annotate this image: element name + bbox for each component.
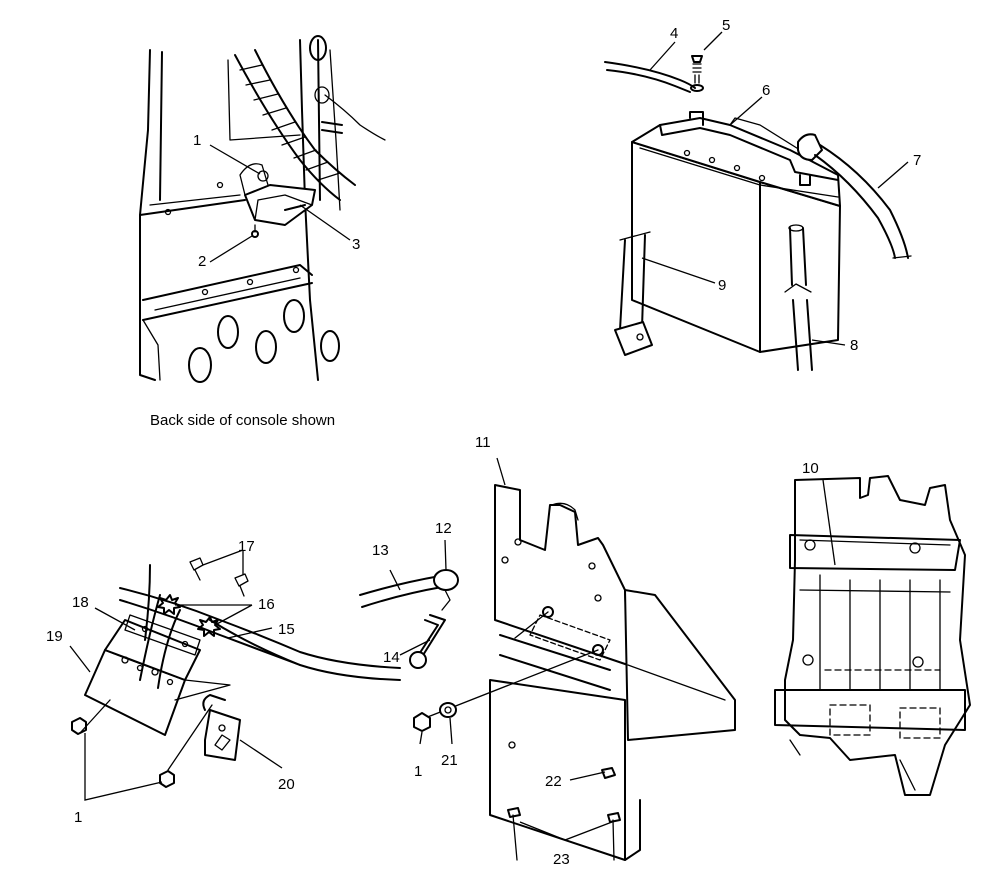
callout-17: 17	[238, 538, 255, 555]
callout-10: 10	[802, 460, 819, 477]
callout-15: 15	[278, 621, 295, 638]
callout-20: 20	[278, 776, 295, 793]
callout-5: 5	[722, 17, 730, 34]
callout-12: 12	[435, 520, 452, 537]
callout-22: 22	[545, 773, 562, 790]
callout-23: 23	[553, 851, 570, 868]
callout-1-bracket-nut: 1	[414, 763, 422, 780]
callout-16: 16	[258, 596, 275, 613]
leader-lines	[69, 31, 909, 841]
callouts: 1 2 3 4 5 6 7 8 9 10 11 12 13 14 15 16 1…	[46, 17, 921, 868]
callout-3: 3	[352, 236, 360, 253]
callout-9: 9	[718, 277, 726, 294]
battery-illustration	[604, 55, 912, 371]
callout-4: 4	[670, 25, 678, 42]
callout-2: 2	[198, 253, 206, 270]
callout-13: 13	[372, 542, 389, 559]
caption-text: Back side of console shown	[150, 412, 335, 429]
callout-21: 21	[441, 752, 458, 769]
relay-harness-illustration	[71, 557, 401, 788]
callout-8: 8	[850, 337, 858, 354]
callout-19: 19	[46, 628, 63, 645]
callout-18: 18	[72, 594, 89, 611]
callout-1: 1	[193, 132, 201, 149]
callout-6: 6	[762, 82, 770, 99]
battery-bracket-illustration	[359, 484, 736, 861]
callout-14: 14	[383, 649, 400, 666]
battery-tray-illustration	[774, 475, 971, 796]
console-back-illustration	[139, 35, 386, 383]
callout-1-nuts: 1	[74, 809, 82, 826]
callout-7: 7	[913, 152, 921, 169]
callout-11: 11	[475, 434, 491, 451]
